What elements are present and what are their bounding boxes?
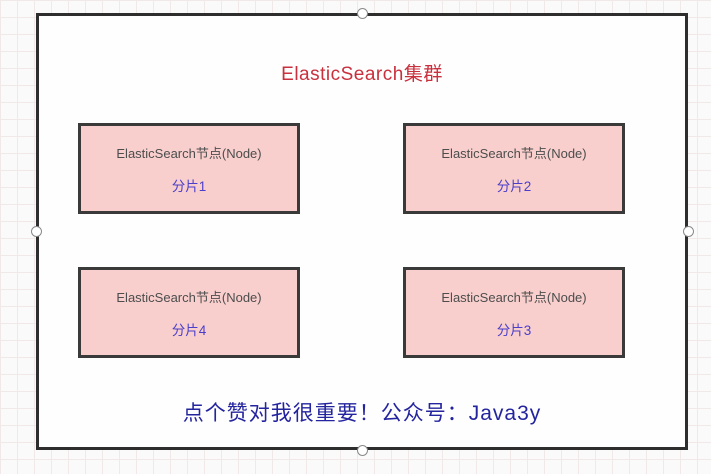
resize-handle-left[interactable]	[31, 226, 42, 237]
footer-text: 点个赞对我很重要！公众号：Java3y	[182, 402, 542, 425]
node-box-shard1[interactable]: ElasticSearch节点(Node) 分片1	[78, 123, 300, 214]
node-label: ElasticSearch节点(Node)	[441, 145, 587, 161]
node-label: ElasticSearch节点(Node)	[441, 289, 587, 305]
resize-handle-top[interactable]	[357, 8, 368, 19]
shard-label: 分片2	[496, 178, 532, 194]
node-label: ElasticSearch节点(Node)	[116, 145, 262, 161]
shard-label: 分片1	[171, 178, 207, 194]
node-box-shard4[interactable]: ElasticSearch节点(Node) 分片4	[78, 267, 300, 358]
shard-label: 分片3	[496, 322, 532, 338]
resize-handle-bottom[interactable]	[357, 445, 368, 456]
node-box-shard2[interactable]: ElasticSearch节点(Node) 分片2	[403, 123, 625, 214]
diagram-container-shape[interactable]	[36, 13, 688, 450]
shard-label: 分片4	[171, 322, 207, 338]
resize-handle-right[interactable]	[683, 226, 694, 237]
node-box-shard3[interactable]: ElasticSearch节点(Node) 分片3	[403, 267, 625, 358]
node-label: ElasticSearch节点(Node)	[116, 289, 262, 305]
diagram-title: ElasticSearch集群	[281, 64, 443, 85]
